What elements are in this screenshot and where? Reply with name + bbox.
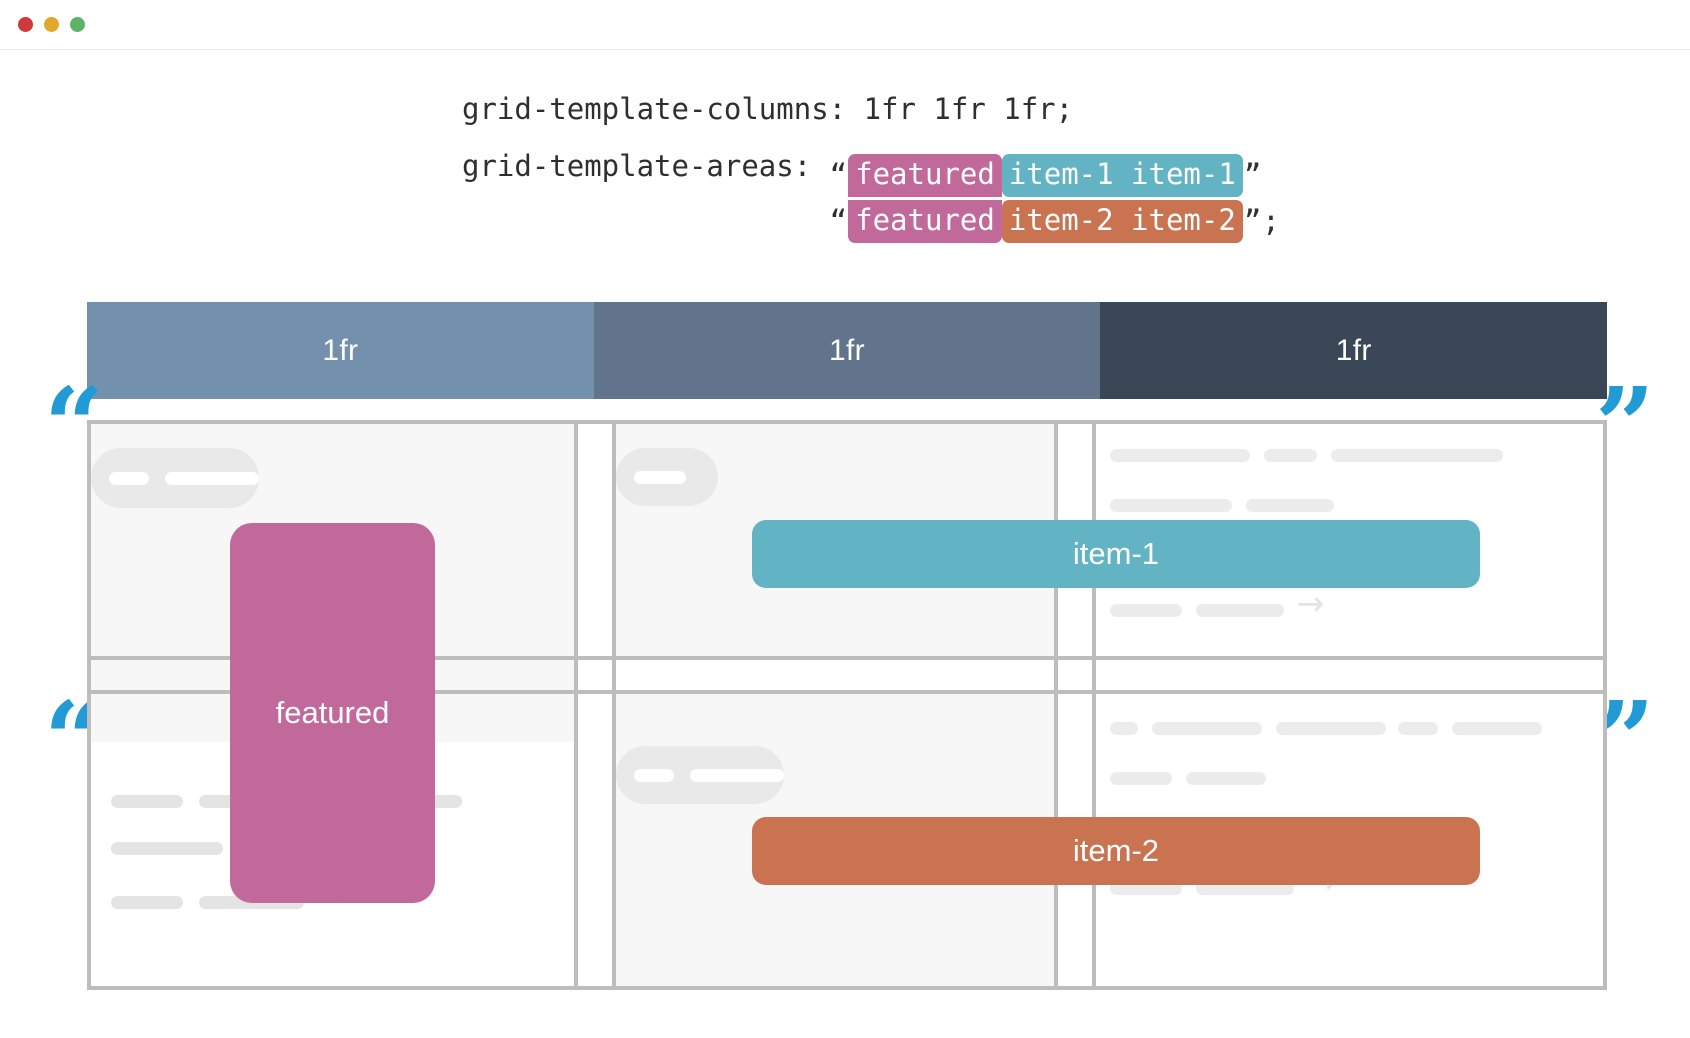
skeleton-pill-bar-2 — [690, 768, 784, 782]
skeleton-pill-bar-1 — [634, 768, 675, 782]
skeleton-bar — [1398, 722, 1438, 735]
code-line-grid-template-columns: grid-template-columns: 1fr 1fr 1fr; — [462, 95, 1280, 124]
code-areas-property: grid-template-areas: — [462, 149, 812, 183]
open-quote-row-2: “ — [829, 203, 848, 238]
grid-area-badge-featured[interactable]: featured — [230, 523, 435, 903]
grid-line-horizontal-mid-a — [87, 656, 1607, 660]
skeleton-bar — [1452, 722, 1542, 735]
skeleton-bar — [1246, 499, 1334, 512]
close-button-icon[interactable] — [18, 17, 33, 32]
skeleton-bar — [1186, 772, 1266, 785]
skeleton-bar — [1110, 772, 1172, 785]
skeleton-bar — [1196, 882, 1294, 895]
column-legend-cell-2: 1fr — [593, 302, 1101, 399]
traffic-light-group — [18, 17, 85, 32]
skeleton-bar — [1110, 722, 1138, 735]
skeleton-bar — [1331, 449, 1503, 462]
minimize-button-icon[interactable] — [44, 17, 59, 32]
skeleton-pill-col2-bottom — [616, 746, 784, 804]
window-titlebar — [0, 0, 1690, 50]
column-legend-cell-1: 1fr — [87, 302, 594, 399]
skeleton-bar — [111, 842, 223, 855]
close-quote-row-2: ” — [1243, 203, 1262, 238]
grid-area-badge-item-1[interactable]: item-1 — [752, 520, 1480, 588]
grid-line-horizontal-top — [87, 420, 1607, 424]
grid-line-vertical-1 — [87, 420, 91, 990]
close-quote-row-1: ” — [1243, 157, 1262, 192]
grid-line-vertical-6 — [1603, 420, 1607, 990]
grid-line-horizontal-mid-b — [87, 690, 1607, 694]
skeleton-bar — [1110, 499, 1232, 512]
grid-line-vertical-2 — [574, 420, 578, 990]
code-tag-item-1: item-1 item-1 — [1001, 153, 1243, 197]
open-quote-row-1: “ — [829, 157, 848, 192]
code-tag-featured-row-2: featured — [848, 199, 1002, 243]
skeleton-pill-bar-1 — [634, 470, 686, 484]
skeleton-bar — [1110, 882, 1182, 895]
skeleton-col3-zone-mid — [1096, 660, 1603, 694]
skeleton-pill-bar-1 — [109, 471, 150, 485]
code-columns-text: grid-template-columns: 1fr 1fr 1fr; — [462, 92, 1074, 126]
skeleton-col2-zone-mid — [616, 660, 1058, 694]
skeleton-bar — [1276, 722, 1386, 735]
grid-line-vertical-4 — [1054, 420, 1058, 990]
column-legend-cell-3: 1fr — [1100, 302, 1608, 399]
grid-line-vertical-3 — [612, 420, 616, 990]
grid-line-horizontal-bottom — [87, 986, 1607, 990]
skeleton-arrow-icon: → — [1296, 584, 1325, 624]
grid-line-vertical-5 — [1092, 420, 1096, 990]
skeleton-bar — [1152, 722, 1262, 735]
skeleton-pill-bar-2 — [165, 471, 259, 485]
code-semicolon: ; — [1262, 203, 1280, 238]
code-tag-item-2: item-2 item-2 — [1001, 199, 1243, 243]
skeleton-bar — [111, 795, 183, 808]
skeleton-bar — [1196, 604, 1284, 617]
skeleton-pill-col2-top — [616, 448, 718, 506]
zoom-button-icon[interactable] — [70, 17, 85, 32]
column-legend-bar: 1fr 1fr 1fr — [87, 302, 1608, 399]
code-tag-featured-row-1: featured — [848, 153, 1002, 197]
skeleton-bar — [1110, 449, 1250, 462]
skeleton-pill-col1 — [91, 448, 259, 508]
skeleton-bar — [1110, 604, 1182, 617]
skeleton-bar — [111, 896, 183, 909]
grid-area-badge-item-2[interactable]: item-2 — [752, 817, 1480, 885]
grid-line-overlay — [87, 420, 1607, 990]
css-code-snippet: grid-template-columns: 1fr 1fr 1fr; grid… — [462, 95, 1280, 244]
skeleton-bar — [1264, 449, 1317, 462]
